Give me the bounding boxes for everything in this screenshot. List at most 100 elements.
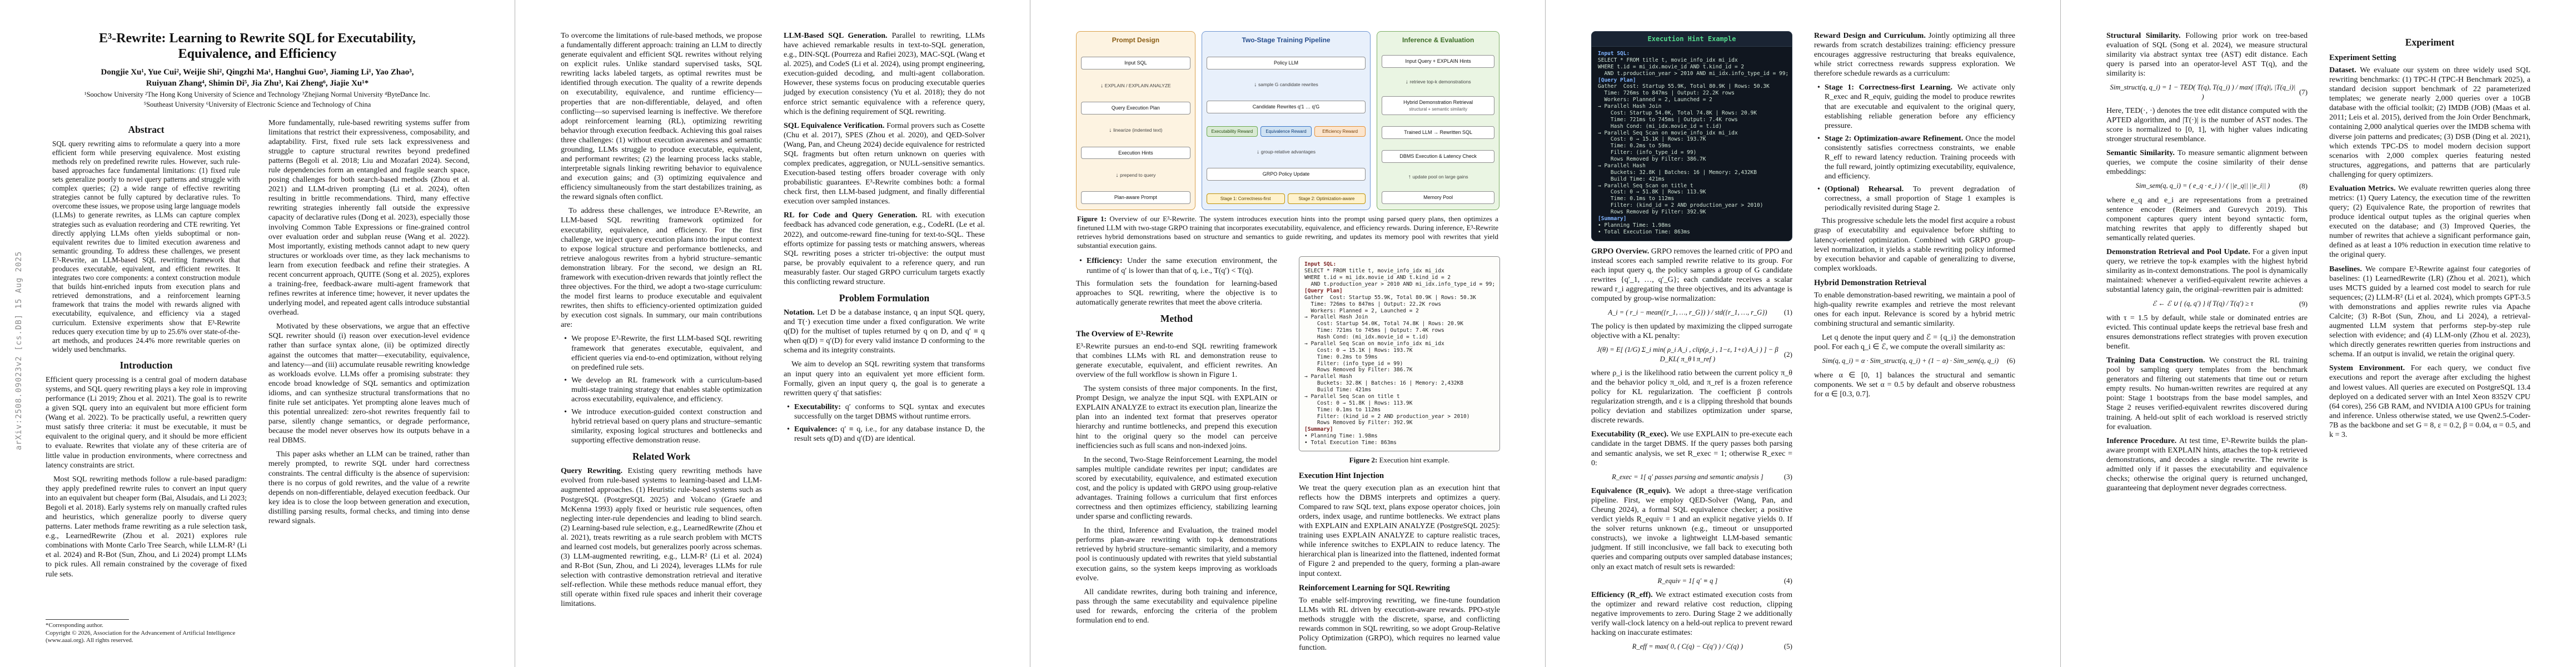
hint-line: Hash Cond: (mi_idx.movie_id = t.id) xyxy=(1598,123,1722,130)
paper-title: E³-Rewrite: Learning to Rewrite SQL for … xyxy=(99,31,416,61)
hdr-paragraph-1: To enable demonstration-based rewriting,… xyxy=(1814,291,2015,328)
execution-hint-lines: Input SQL:SELECT * FROM title t, movie_i… xyxy=(1592,47,1792,241)
hint-line: Buckets: 32.8K | Batches: 16 | Memory: 2… xyxy=(1304,380,1463,387)
arrow-label: linearize (indented text) xyxy=(1113,127,1163,133)
runin-label: Notation. xyxy=(784,308,815,317)
runin-label: LLM-Based SQL Generation. xyxy=(784,32,888,40)
equation-2: J(θ) = E[ (1/G) Σ_i min( ρ_i A_i , clip(… xyxy=(1591,345,1792,364)
page2-right-column: LLM-Based SQL Generation.Parallel to rew… xyxy=(784,31,985,613)
plan-aware-prompt-box: Plan-aware Prompt xyxy=(1081,191,1190,204)
overview-subheading: The Overview of E³-Rewrite xyxy=(1076,329,1173,339)
stage1-bullet: Stage 1: Correctness-first Learning.We a… xyxy=(1816,83,2015,130)
figure1-prompt-design-panel: Prompt Design Input SQL EXPLAIN / EXPLAI… xyxy=(1076,31,1195,210)
arrow-label: prepend to query xyxy=(1120,172,1156,178)
problem-bullet-executability: Executability:q′ conforms to SQL syntax … xyxy=(786,402,985,421)
stage2-chip: Stage 2: Optimization-aware xyxy=(1287,193,1366,204)
bullet-label: Stage 2: Optimization-aware Refinement. xyxy=(1825,134,1964,143)
hint-line: Cost: 0 → 15.1K | Rows: 193.7K xyxy=(1598,136,1706,143)
hint-line: [Query Plan] xyxy=(1598,77,1636,83)
hint-line: Filter: (info_type_id = 99) xyxy=(1304,360,1403,367)
rehearsal-bullet: (Optional) Rehearsal.To prevent degradat… xyxy=(1816,185,2015,213)
hint-line: → Parallel Hash Join xyxy=(1304,314,1368,321)
efficiency-reward-paragraph: Efficiency (R_eff).We extract estimated … xyxy=(1591,590,1792,638)
page-1: arXiv:2508.09023v2 [cs.DB] 15 Aug 2025 E… xyxy=(0,0,515,667)
figure1-caption-text: Overview of our E³-Rewrite. The system i… xyxy=(1077,215,1498,250)
hint-line: SELECT * FROM title t, movie_info_idx mi… xyxy=(1598,57,1738,63)
candidate-rewrites-box: Candidate Rewrites q′1 … q′G xyxy=(1206,101,1366,113)
runin-text: For a given input query, we retrieve the… xyxy=(2106,248,2308,295)
hint-line: Buckets: 32.8K | Batches: 16 | Memory: 2… xyxy=(1598,169,1757,176)
equation-body: Sim_sem(q, q_i) = ( e_q · e_i ) / ( ||e_… xyxy=(2135,182,2270,190)
equation-number: (7) xyxy=(2299,87,2308,96)
runin-text: Let D be a database instance, q an input… xyxy=(784,308,985,355)
arrow-label: retrieve top-k demonstrations xyxy=(1409,78,1471,84)
equation-9: ℰ ← ℰ ∪ { (q, q′) } if T(q) / T(q′) ≥ τ (… xyxy=(2106,299,2308,308)
hint-line: Cost: 0 → 15.1K | Rows: 193.7K xyxy=(1304,347,1413,354)
runin-text: RL with execution feedback has advanced … xyxy=(784,211,985,286)
hint-line: Gather Cost: Startup 55.9K, Total 80.9K … xyxy=(1598,83,1770,90)
page4-left-column: Execution Hint Example Input SQL:SELECT … xyxy=(1591,31,1792,656)
runin-label: RL for Code and Query Generation. xyxy=(784,211,918,220)
hint-line: → Parallel Seq Scan on movie_info_idx mi… xyxy=(1598,130,1738,136)
stage-chips: Stage 1: Correctness-first Stage 2: Opti… xyxy=(1206,193,1366,204)
equation-number: (9) xyxy=(2299,299,2308,308)
equation-body: ℰ ← ℰ ∪ { (q, q′) } if T(q) / T(q′) ≥ τ xyxy=(2152,300,2254,308)
hint-line: Build Time: 421ms xyxy=(1304,387,1372,394)
hint-line: AND t.production_year > 2010 AND mi_idx.… xyxy=(1304,281,1496,288)
baselines-paragraph: Baselines.We compare E³-Rewrite against … xyxy=(2329,265,2530,360)
runin-label: SQL Equivalence Verification. xyxy=(784,121,885,130)
equation-body: R_exec = 1[ q′ passes parsing and semant… xyxy=(1612,472,1763,481)
rl-paragraph-1: To enable self-improving rewriting, we f… xyxy=(1299,596,1500,652)
page2-left-column: To overcome the limitations of rule-base… xyxy=(561,31,762,613)
hint-line: • Planning Time: 1.98ms xyxy=(1598,222,1671,228)
overview-paragraph-4: In the third, Inference and Evaluation, … xyxy=(1076,526,1277,583)
authors-line-1: Dongjie Xu¹, Yue Cui², Weijie Shi², Qing… xyxy=(101,68,414,77)
grpo-paragraph-3: where ρ_i is the likelihood ratio betwee… xyxy=(1591,369,1792,425)
inference-procedure-paragraph: Inference Procedure.At test time, E³-Rew… xyxy=(2106,436,2308,493)
method-heading: Method xyxy=(1160,312,1193,324)
semantic-similarity-paragraph: Semantic Similarity.To measure semantic … xyxy=(2106,148,2308,177)
bullet-text: q′ ≡ q, i.e., for any database instance … xyxy=(794,425,985,443)
page-2: To overcome the limitations of rule-base… xyxy=(515,0,1030,667)
equation-1: A_i = ( r_i − mean({r_1, …, r_G}) ) / st… xyxy=(1591,308,1792,317)
page-4: Execution Hint Example Input SQL:SELECT … xyxy=(1546,0,2061,667)
overview-paragraph-3: In the second, Two-Stage Reinforcement L… xyxy=(1076,455,1277,521)
experiment-setting-subheading: Experiment Setting xyxy=(2329,53,2396,62)
runin-label: System Environment. xyxy=(2329,364,2405,373)
bullet-label: Executability: xyxy=(794,402,841,411)
execution-hint-example-title: Execution Hint Example xyxy=(1592,32,1792,47)
hint-line: Time: 0.2ms to 59ms xyxy=(1304,354,1378,360)
runin-label: Baselines. xyxy=(2329,265,2362,273)
problem-notation: Notation.Let D be a database instance, q… xyxy=(784,308,985,355)
hint-line: Cost: 0 → 51.8K | Rows: 113.9K xyxy=(1304,400,1413,406)
runin-label: Structural Similarity. xyxy=(2106,32,2181,40)
introduction-heading: Introduction xyxy=(119,359,173,371)
page1-left-column: Abstract SQL query rewriting aims to ref… xyxy=(46,118,247,644)
problem-bullet-efficiency: Efficiency:Under the same execution envi… xyxy=(1078,256,1277,275)
bullet-label: Efficiency: xyxy=(1087,257,1123,266)
runin-label: Semantic Similarity. xyxy=(2106,149,2175,158)
intro-paragraph-5: To address these challenges, we introduc… xyxy=(561,207,762,330)
hint-line: Input SQL: xyxy=(1598,51,1630,57)
hint-line: → Parallel Seq Scan on title t xyxy=(1598,182,1693,189)
figure1-panels: Prompt Design Input SQL EXPLAIN / EXPLAI… xyxy=(1076,31,1499,210)
runin-text: We use EXPLAIN to pre-execute each candi… xyxy=(1591,430,1792,467)
hint-line: Filter: (kind_id = 2 AND production_year… xyxy=(1598,202,1763,209)
authors-line-2: Ruiyuan Zhang⁴, Shimin Di⁵, Jia Zhu³, Ka… xyxy=(146,78,369,88)
contribution-bullet-1: We propose E³-Rewrite, the first LLM-bas… xyxy=(563,334,762,372)
arrow-label: sample G candidate rewrites xyxy=(1258,82,1318,88)
grpo-update-box: GRPO Policy Update xyxy=(1206,168,1366,181)
hint-line: Time: 0.1ms to 112ms xyxy=(1304,406,1381,413)
structural-similarity-paragraph: Structural Similarity.Following prior wo… xyxy=(2106,31,2308,78)
runin-text: To measure semantic alignment between qu… xyxy=(2106,149,2308,177)
hint-line: • Total Execution Time: 863ms xyxy=(1304,440,1397,446)
runin-label: Executability (R_exec). xyxy=(1591,430,1668,439)
hint-line: Filter: (kind_id = 2 AND production_year… xyxy=(1304,413,1470,420)
stage2-bullet: Stage 2: Optimization-aware Refinement.O… xyxy=(1816,134,2015,181)
equation-body: A_i = ( r_i − mean({r_1, …, r_G}) ) / st… xyxy=(1608,308,1767,316)
environment-paragraph: System Environment.For each query, we co… xyxy=(2329,364,2530,440)
hint-line: Hash Cond: (mi_idx.movie_id = t.id) xyxy=(1304,334,1429,341)
intro-paragraph-3c: This paper asks whether an LLM can be tr… xyxy=(268,450,470,525)
arxiv-stamp: arXiv:2508.09023v2 [cs.DB] 15 Aug 2025 xyxy=(14,251,23,450)
